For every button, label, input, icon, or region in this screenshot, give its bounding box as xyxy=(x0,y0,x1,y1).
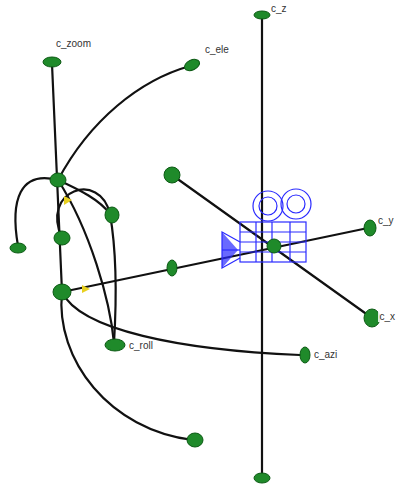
azi-curve xyxy=(62,292,300,355)
direction-arrow xyxy=(82,285,90,293)
handle-label: c_ele xyxy=(204,44,230,55)
handle-label: c_azi xyxy=(313,349,338,360)
direction-arrow xyxy=(64,196,72,205)
handle-label: c_roll xyxy=(128,340,154,351)
z-axis xyxy=(261,17,263,478)
control-handles xyxy=(10,11,380,483)
y-axis xyxy=(62,228,368,292)
handle-label: c_y xyxy=(377,215,395,226)
roll-curve-2 xyxy=(58,180,114,343)
handle-label: c_zoom xyxy=(55,38,92,49)
x-axis xyxy=(172,175,372,318)
handle-label: c_x xyxy=(378,311,396,322)
camera-icon xyxy=(222,189,311,268)
lower-curve xyxy=(61,292,193,440)
handle-label: c_z xyxy=(270,3,288,14)
loop-curve xyxy=(15,178,58,246)
ele-curve xyxy=(58,66,190,180)
